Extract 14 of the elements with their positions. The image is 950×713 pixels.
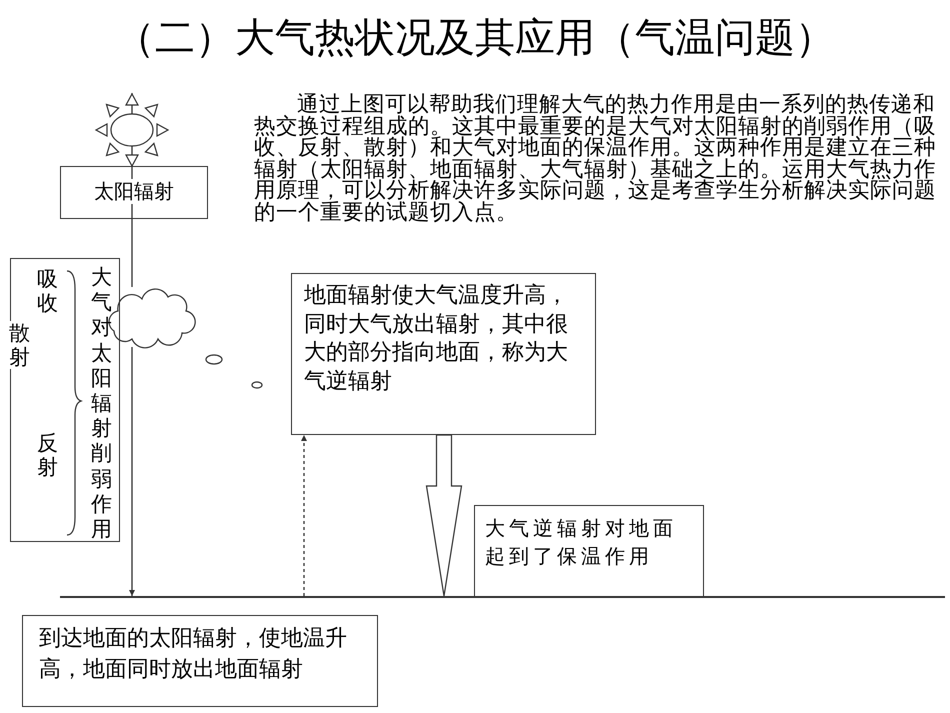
label-box [60, 166, 208, 219]
absorption-label: 吸收 [37, 267, 58, 316]
bracket-panel [10, 258, 120, 542]
ground-line [60, 596, 945, 598]
intro-paragraph: 通过上图可以帮助我们理解大气的热力作用是由一系列的热传递和热交换过程组成的。这其中最重要的是大气对太阳辐射的削弱作用（吸收、反射、散射）和大气对地面的保温作用。这两种作用是建立在三种辐射（太阳辐射、地面辐射、大气辐射）基础之上的。运用大气热力作用原理，可以分析解决许多实际问题，这是考查学生分析解决实际问题的一个重要的试题切入点。 [254, 94, 937, 224]
note-box [22, 615, 378, 707]
reflection-label: 反射 [37, 431, 58, 480]
page-title: （二）大气热状况及其应用（气温问题） [114, 14, 836, 62]
block-arrow [426, 434, 462, 597]
note-box [291, 273, 596, 435]
note-box [474, 505, 704, 597]
dashed-arrow [301, 435, 307, 596]
vertical-caption: 大气对太阳辐射削弱作用 [91, 265, 112, 542]
scattering-label: 散射 [9, 321, 30, 370]
